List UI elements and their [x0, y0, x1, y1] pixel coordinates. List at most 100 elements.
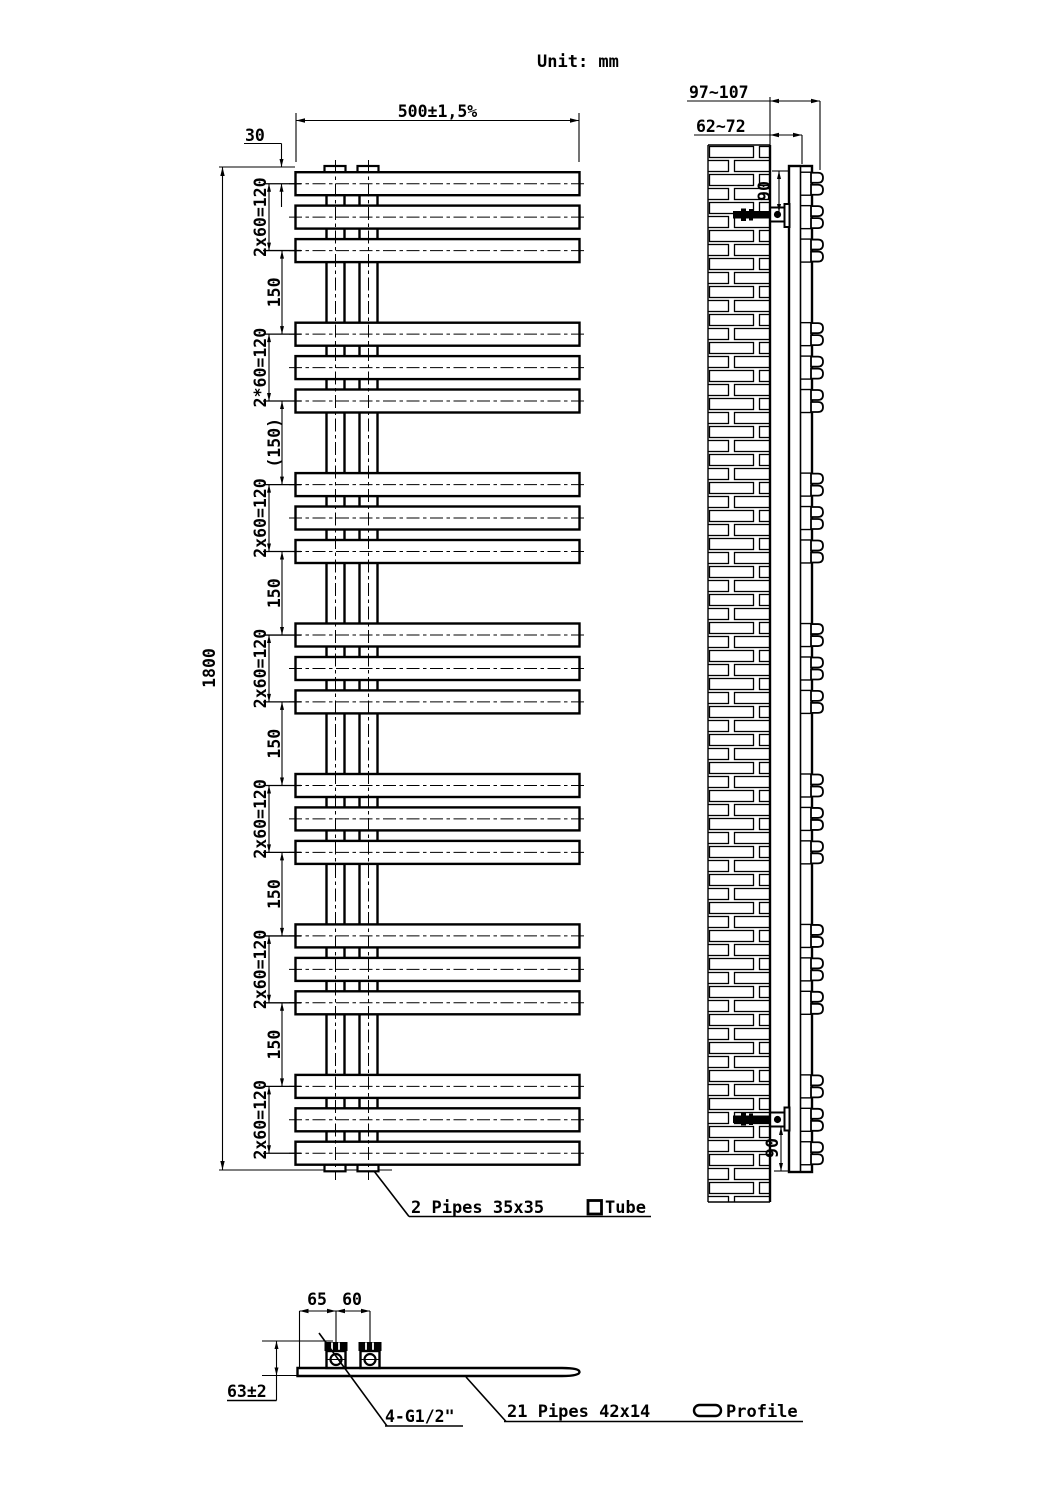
side-bar-end-profile: [810, 205, 824, 218]
side-bar-end-profile: [810, 1119, 824, 1132]
dim-arrow: [267, 935, 271, 944]
group-dim: 2x60=120: [251, 930, 270, 1009]
side-bar-end-profile: [810, 238, 824, 251]
side-bar-end-profile: [810, 1153, 824, 1166]
dim-arrow: [267, 334, 271, 343]
dim-arrow: [267, 393, 271, 402]
group-dim: 2x60=120: [251, 1080, 270, 1159]
side-bar-end-profile: [810, 506, 824, 518]
spacing-right-dim: 60: [342, 1290, 362, 1309]
dim-arrow: [267, 242, 271, 251]
dim-arrow: [267, 1086, 271, 1095]
bottom-pipes-callout-leader: [465, 1376, 803, 1423]
pipes-callout: 2 Pipes 35x35: [411, 1198, 544, 1218]
side-bar-end-profile: [810, 656, 824, 669]
side-bar-end-profile: [810, 785, 824, 798]
dim-arrow: [267, 785, 271, 794]
dim-arrow: [280, 250, 284, 259]
tube-label: Tube: [605, 1198, 646, 1218]
side-bar-end-profile: [810, 539, 824, 552]
oval-profile-icon: [692, 1403, 723, 1418]
square-tube-icon: [586, 1199, 603, 1216]
dim-arrow: [280, 852, 284, 861]
top-bracket: [733, 203, 791, 228]
bottom-pipes-callout: 21 Pipes 42x14: [507, 1402, 650, 1422]
dim-arrow: [280, 326, 284, 335]
top-bracket-dim: 90: [755, 181, 774, 201]
side-bar-end-profile: [810, 1002, 824, 1015]
side-bar-end-profile: [810, 401, 824, 413]
wall-borders: [707, 144, 772, 1203]
group-dim: 2x60=120: [251, 779, 270, 858]
dim-arrow: [267, 844, 271, 853]
dim-arrow: [280, 777, 284, 786]
side-bar-end-profile: [810, 807, 824, 819]
dim-arrow: [267, 635, 271, 644]
side-bar-end-profile: [810, 702, 824, 714]
side-bar-end-profile: [810, 250, 824, 263]
side-bar-end-profile: [810, 924, 824, 936]
group-dim: 2x60=120: [251, 629, 270, 708]
dim-arrow: [267, 543, 271, 552]
bottom-view: [227, 1308, 803, 1427]
dim-arrow: [267, 183, 271, 192]
dim-arrow: [267, 1145, 271, 1154]
bottom-bracket-dim: 90: [763, 1138, 782, 1158]
spacing-dim-arrows: [299, 1308, 370, 1314]
side-bar-end-profile: [810, 1107, 824, 1120]
wall-to-back-dim: 62~72: [696, 117, 746, 136]
side-bar-end-profile: [810, 840, 824, 853]
wall-to-front-dim: 97~107: [689, 83, 749, 102]
height-dim: 1800: [200, 648, 219, 688]
brick-wall: [708, 145, 770, 1202]
side-bar-end-profile: [810, 819, 824, 831]
side-bar-end-profile: [810, 171, 824, 184]
side-bar-end-profile: [810, 367, 824, 380]
dim-arrow: [280, 401, 284, 410]
dim-arrow: [280, 627, 284, 636]
side-bar-end-profile: [810, 472, 824, 485]
side-bar-end-profile: [810, 334, 824, 347]
side-bar-end-profile: [810, 518, 824, 530]
dim-arrow: [280, 1078, 284, 1087]
dim-arrow: [280, 701, 284, 710]
top-offset-dim: 30: [245, 126, 265, 145]
side-bar-end-profile: [810, 990, 824, 1003]
gap-dim: (150): [265, 418, 284, 468]
top-offset-dim-arrows: [279, 159, 284, 192]
dim-arrow: [280, 551, 284, 560]
side-view: [687, 97, 821, 1203]
spacing-left-dim: 65: [307, 1290, 327, 1309]
gap-dim: 150: [265, 277, 284, 307]
side-bar-end-profile: [810, 969, 824, 982]
pipes-callout-leader: [373, 1170, 651, 1218]
fitting-connector-2: [358, 1311, 382, 1370]
front-width-dim-lines: [295, 113, 580, 162]
side-bar-end-profile: [810, 1141, 824, 1154]
group-dim: 2*60=120: [251, 328, 270, 407]
side-bar-end-profile: [810, 1086, 824, 1099]
fitting-connector-1: [324, 1311, 348, 1370]
group-dim: 2x60=120: [251, 478, 270, 557]
side-bar-end-profile: [810, 957, 824, 970]
depth-dim: 63±2: [227, 1382, 267, 1401]
side-bar-end-profile: [810, 484, 824, 497]
side-bar-end-profile: [810, 322, 824, 335]
dim-arrow: [267, 693, 271, 702]
side-bar-end-profile: [810, 1074, 824, 1087]
profile-bar: [296, 1366, 581, 1378]
unit-label: Unit: mm: [537, 52, 619, 72]
dim-arrow: [280, 476, 284, 485]
gap-dim: 150: [265, 578, 284, 608]
side-bar-end-profile: [810, 623, 824, 635]
side-top-dim-arrows: [770, 98, 820, 138]
depth-dim-arrows: [274, 1341, 279, 1376]
dim-arrow: [267, 484, 271, 493]
side-bar-end-profile: [810, 183, 824, 196]
side-bar-end-profile: [810, 355, 824, 368]
fitting-callout-leader: [318, 1332, 463, 1427]
dim-arrow: [280, 927, 284, 936]
side-bar-end-profile: [810, 389, 824, 401]
front-view-generated: 2x60=120 150 2*60=120 (150) 2x60=120 150 2x60=…: [251, 160, 586, 1180]
